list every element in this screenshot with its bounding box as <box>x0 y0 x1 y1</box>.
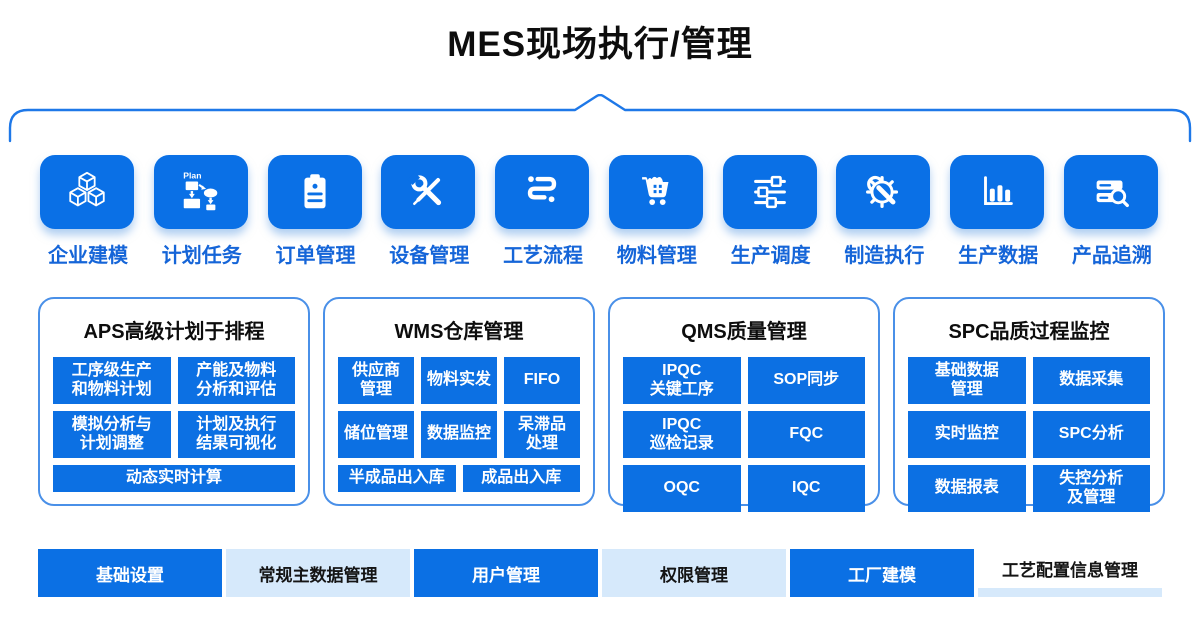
module-label: 计划任务 <box>161 245 242 267</box>
cart-icon <box>641 176 669 205</box>
panel-title: SPC品质过程监控 <box>948 321 1110 343</box>
plan-flowchart-icon: Plan <box>183 171 218 211</box>
gear-wrench-icon <box>866 175 899 209</box>
panel-spc: SPC品质过程监控 基础数据 管理 数据采集 实时监控 SPC分析 数据报表 失… <box>893 297 1165 512</box>
module-tile[interactable] <box>40 155 134 229</box>
panel-item[interactable]: 半成品出入库 <box>338 465 456 492</box>
wrench-screwdriver-icon <box>407 172 442 206</box>
panel-item[interactable]: 动态实时计算 <box>53 465 295 492</box>
panel-title: WMS仓库管理 <box>394 321 524 343</box>
module-product-traceability[interactable]: 产品追溯 <box>1063 155 1160 268</box>
segment-master-data-management[interactable]: 常规主数据管理 <box>226 549 410 597</box>
panel-item[interactable]: 供应商 管理 <box>338 357 414 404</box>
segment-basic-settings[interactable]: 基础设置 <box>38 549 222 597</box>
module-tile[interactable] <box>950 155 1045 229</box>
panel-item[interactable]: 数据监控 <box>421 411 497 458</box>
segment-permission-management[interactable]: 权限管理 <box>602 549 786 597</box>
module-label: 订单管理 <box>275 245 356 267</box>
panel-item[interactable]: 产能及物料 分析和评估 <box>177 357 295 404</box>
panel-item[interactable]: 成品出入库 <box>462 465 580 492</box>
module-row: 企业建模 Plan 计划任务 <box>40 155 1160 268</box>
module-label: 制造执行 <box>844 245 925 267</box>
panel-qms: QMS质量管理 IPQC 关键工序 SOP同步 IPQC 巡检记录 FQC OQ… <box>608 297 880 512</box>
panel-item[interactable]: 呆滞品 处理 <box>504 411 580 458</box>
panel-aps: APS高级计划于排程 工序级生产 和物料计划 产能及物料 分析和评估 模拟分析与… <box>38 297 310 506</box>
panel-item[interactable]: 实时监控 <box>908 411 1026 458</box>
module-manufacturing-execution[interactable]: 制造执行 <box>836 155 932 268</box>
cubes-icon <box>69 171 105 207</box>
bottom-bar: 基础设置 常规主数据管理 用户管理 权限管理 工厂建模 工艺配置信息管理 <box>38 549 1162 597</box>
module-label: 物料管理 <box>616 245 697 267</box>
module-production-scheduling[interactable]: 生产调度 <box>722 155 819 268</box>
module-production-data[interactable]: 生产数据 <box>950 155 1046 268</box>
clipboard-icon <box>303 174 326 209</box>
panel-item[interactable]: IPQC 关键工序 <box>623 357 741 404</box>
module-tile[interactable] <box>267 155 362 229</box>
top-bracket-line <box>8 94 1192 143</box>
module-label: 产品追溯 <box>1071 245 1152 267</box>
panel-item[interactable]: 失控分析 及管理 <box>1032 465 1150 512</box>
module-tile[interactable] <box>836 155 931 229</box>
module-process-flow[interactable]: 工艺流程 <box>495 155 591 268</box>
panel-item[interactable]: OQC <box>623 465 741 512</box>
panel-item[interactable]: FIFO <box>504 357 580 404</box>
page-title: MES现场执行/管理 <box>447 25 753 64</box>
panels-row: APS高级计划于排程 工序级生产 和物料计划 产能及物料 分析和评估 模拟分析与… <box>38 297 1165 512</box>
sliders-icon <box>753 175 786 209</box>
module-plan-tasks[interactable]: Plan 计划任务 <box>153 155 250 268</box>
module-tile[interactable] <box>381 155 476 229</box>
module-tile[interactable] <box>608 155 703 229</box>
segment-process-config-info-management[interactable]: 工艺配置信息管理 <box>978 549 1162 597</box>
panel-item[interactable]: 计划及执行 结果可视化 <box>177 411 295 458</box>
panel-item[interactable]: 模拟分析与 计划调整 <box>53 411 171 458</box>
panel-item[interactable]: SOP同步 <box>747 357 865 404</box>
panel-item[interactable]: IQC <box>747 465 865 512</box>
panel-item[interactable]: 物料实发 <box>421 357 497 404</box>
panel-title: QMS质量管理 <box>681 321 807 343</box>
module-label: 生产调度 <box>730 245 811 267</box>
module-tile[interactable] <box>722 155 817 229</box>
module-label: 生产数据 <box>958 245 1039 267</box>
panel-title: APS高级计划于排程 <box>83 321 265 343</box>
trace-search-icon <box>1096 180 1129 208</box>
module-tile[interactable]: Plan <box>153 155 248 229</box>
panel-item[interactable]: FQC <box>747 411 865 458</box>
svg-text:Plan: Plan <box>183 171 201 181</box>
panel-item[interactable]: 基础数据 管理 <box>908 357 1026 404</box>
module-label: 企业建模 <box>48 245 128 267</box>
panel-item[interactable]: SPC分析 <box>1032 411 1150 458</box>
bar-chart-icon <box>984 176 1013 205</box>
module-enterprise-modeling[interactable]: 企业建模 <box>40 155 136 268</box>
panel-item[interactable]: 数据报表 <box>908 465 1026 512</box>
process-flow-icon <box>527 176 557 203</box>
panel-item[interactable]: 数据采集 <box>1032 357 1150 404</box>
module-material-management[interactable]: 物料管理 <box>608 155 705 268</box>
module-tile[interactable] <box>1063 155 1158 229</box>
segment-user-management[interactable]: 用户管理 <box>414 549 598 597</box>
module-tile[interactable] <box>495 155 590 229</box>
module-order-management[interactable]: 订单管理 <box>267 155 364 268</box>
panel-item[interactable]: 储位管理 <box>338 411 414 458</box>
panel-item[interactable]: IPQC 巡检记录 <box>623 411 741 458</box>
module-label: 工艺流程 <box>503 245 584 267</box>
module-label: 设备管理 <box>389 245 470 267</box>
panel-wms: WMS仓库管理 供应商 管理 物料实发 FIFO 储位管理 数据监控 呆滞品 处… <box>323 297 595 506</box>
segment-factory-modeling[interactable]: 工厂建模 <box>790 549 974 597</box>
panel-item[interactable]: 工序级生产 和物料计划 <box>53 357 171 404</box>
module-equipment-management[interactable]: 设备管理 <box>381 155 477 268</box>
